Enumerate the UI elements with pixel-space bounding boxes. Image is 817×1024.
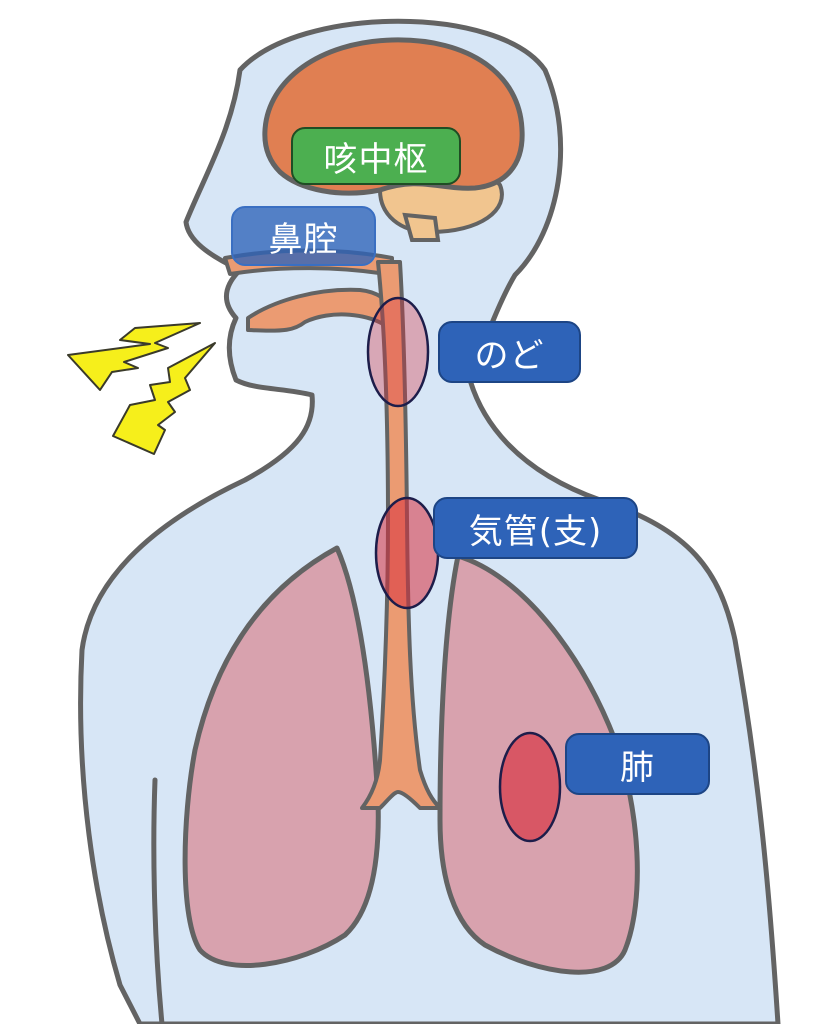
label-throat: のど bbox=[438, 321, 581, 383]
left-lung bbox=[182, 545, 381, 968]
lightning-bolt-upper bbox=[67, 322, 201, 391]
label-lung: 肺 bbox=[565, 733, 710, 795]
trachea-highlight bbox=[374, 496, 440, 610]
throat-highlight bbox=[366, 296, 430, 408]
arm-line bbox=[151, 777, 165, 1024]
lung-highlight bbox=[498, 731, 562, 843]
label-cough-center: 咳中枢 bbox=[291, 127, 461, 185]
label-nasal-cavity: 鼻腔 bbox=[231, 206, 376, 266]
lightning-bolt-lower bbox=[112, 342, 216, 455]
brainstem bbox=[402, 212, 441, 242]
label-trachea: 気管(支) bbox=[433, 497, 638, 559]
